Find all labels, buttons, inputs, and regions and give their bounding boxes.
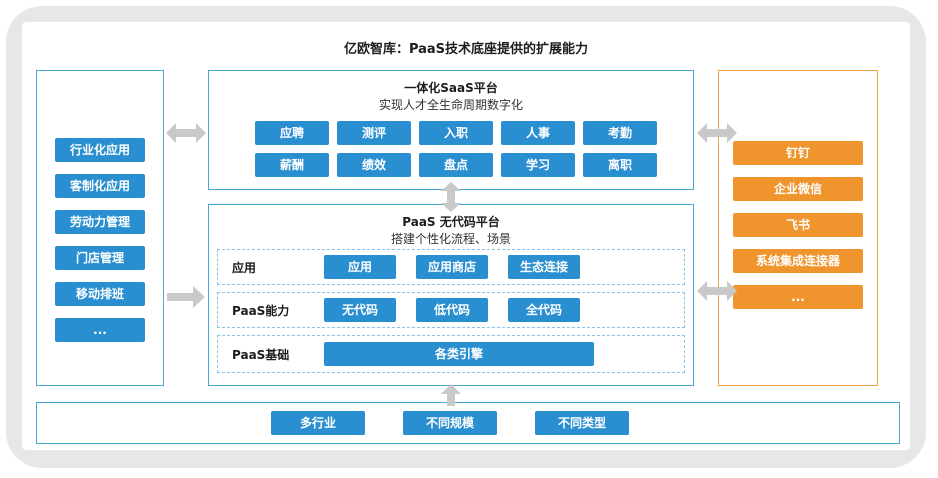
paas-subtitle: 搭建个性化流程、场景 [390, 232, 511, 246]
paas-ability-row: PaaS能力 无代码 低代码 全代码 [217, 292, 685, 328]
right-item: 钉钉 [733, 141, 863, 165]
paas-base-item: 各类引擎 [324, 342, 594, 366]
saas-item: 人事 [501, 121, 575, 145]
saas-panel: 一体化SaaS平台 实现人才全生命周期数字化 应聘 测评 入职 人事 考勤 薪酬… [208, 70, 694, 190]
paas-app-label: 应用 [232, 261, 257, 275]
vertical-double-arrow-icon [441, 182, 461, 212]
bottom-item: 不同规模 [403, 411, 497, 435]
left-item: 门店管理 [55, 246, 145, 270]
left-item: 客制化应用 [55, 174, 145, 198]
saas-item: 应聘 [255, 121, 329, 145]
paas-app-row: 应用 应用 应用商店 生态连接 [217, 249, 685, 285]
paas-base-label: PaaS基础 [232, 348, 290, 362]
bottom-item: 多行业 [271, 411, 365, 435]
saas-title: 一体化SaaS平台 [404, 81, 498, 95]
left-item: 移动排班 [55, 282, 145, 306]
double-arrow-icon [697, 123, 737, 143]
left-item: ... [55, 318, 145, 342]
left-item: 行业化应用 [55, 138, 145, 162]
saas-item: 离职 [583, 153, 657, 177]
paas-app-item: 应用 [324, 255, 396, 279]
paas-ability-label: PaaS能力 [232, 304, 290, 318]
double-arrow-icon [697, 281, 737, 301]
paas-ability-item: 无代码 [324, 298, 396, 322]
diagram-card: 亿欧智库：PaaS技术底座提供的扩展能力 行业化应用 客制化应用 劳动力管理 门… [22, 22, 910, 450]
right-item: 企业微信 [733, 177, 863, 201]
paas-panel: PaaS 无代码平台 搭建个性化流程、场景 应用 应用 应用商店 生态连接 Pa… [208, 204, 694, 386]
saas-item: 考勤 [583, 121, 657, 145]
bottom-item: 不同类型 [535, 411, 629, 435]
paas-title: PaaS 无代码平台 [402, 215, 500, 229]
saas-item: 入职 [419, 121, 493, 145]
saas-item: 学习 [501, 153, 575, 177]
up-arrow-icon [441, 384, 461, 406]
diagram-title: 亿欧智库：PaaS技术底座提供的扩展能力 [343, 42, 589, 57]
bottom-panel: 多行业 不同规模 不同类型 [36, 402, 900, 444]
paas-ability-item: 低代码 [416, 298, 488, 322]
paas-app-item: 生态连接 [508, 255, 580, 279]
saas-item: 盘点 [419, 153, 493, 177]
double-arrow-icon [166, 123, 206, 143]
saas-item: 测评 [337, 121, 411, 145]
right-item: 系统集成连接器 [733, 249, 863, 273]
left-item: 劳动力管理 [55, 210, 145, 234]
paas-ability-item: 全代码 [508, 298, 580, 322]
right-item: 飞书 [733, 213, 863, 237]
right-arrow-icon [167, 286, 205, 308]
right-panel: 钉钉 企业微信 飞书 系统集成连接器 ... [718, 70, 878, 386]
saas-subtitle: 实现人才全生命周期数字化 [378, 98, 523, 112]
paas-base-row: PaaS基础 各类引擎 [217, 335, 685, 373]
paas-app-item: 应用商店 [416, 255, 488, 279]
left-panel: 行业化应用 客制化应用 劳动力管理 门店管理 移动排班 ... [36, 70, 164, 386]
right-item: ... [733, 285, 863, 309]
saas-item: 薪酬 [255, 153, 329, 177]
saas-item: 绩效 [337, 153, 411, 177]
